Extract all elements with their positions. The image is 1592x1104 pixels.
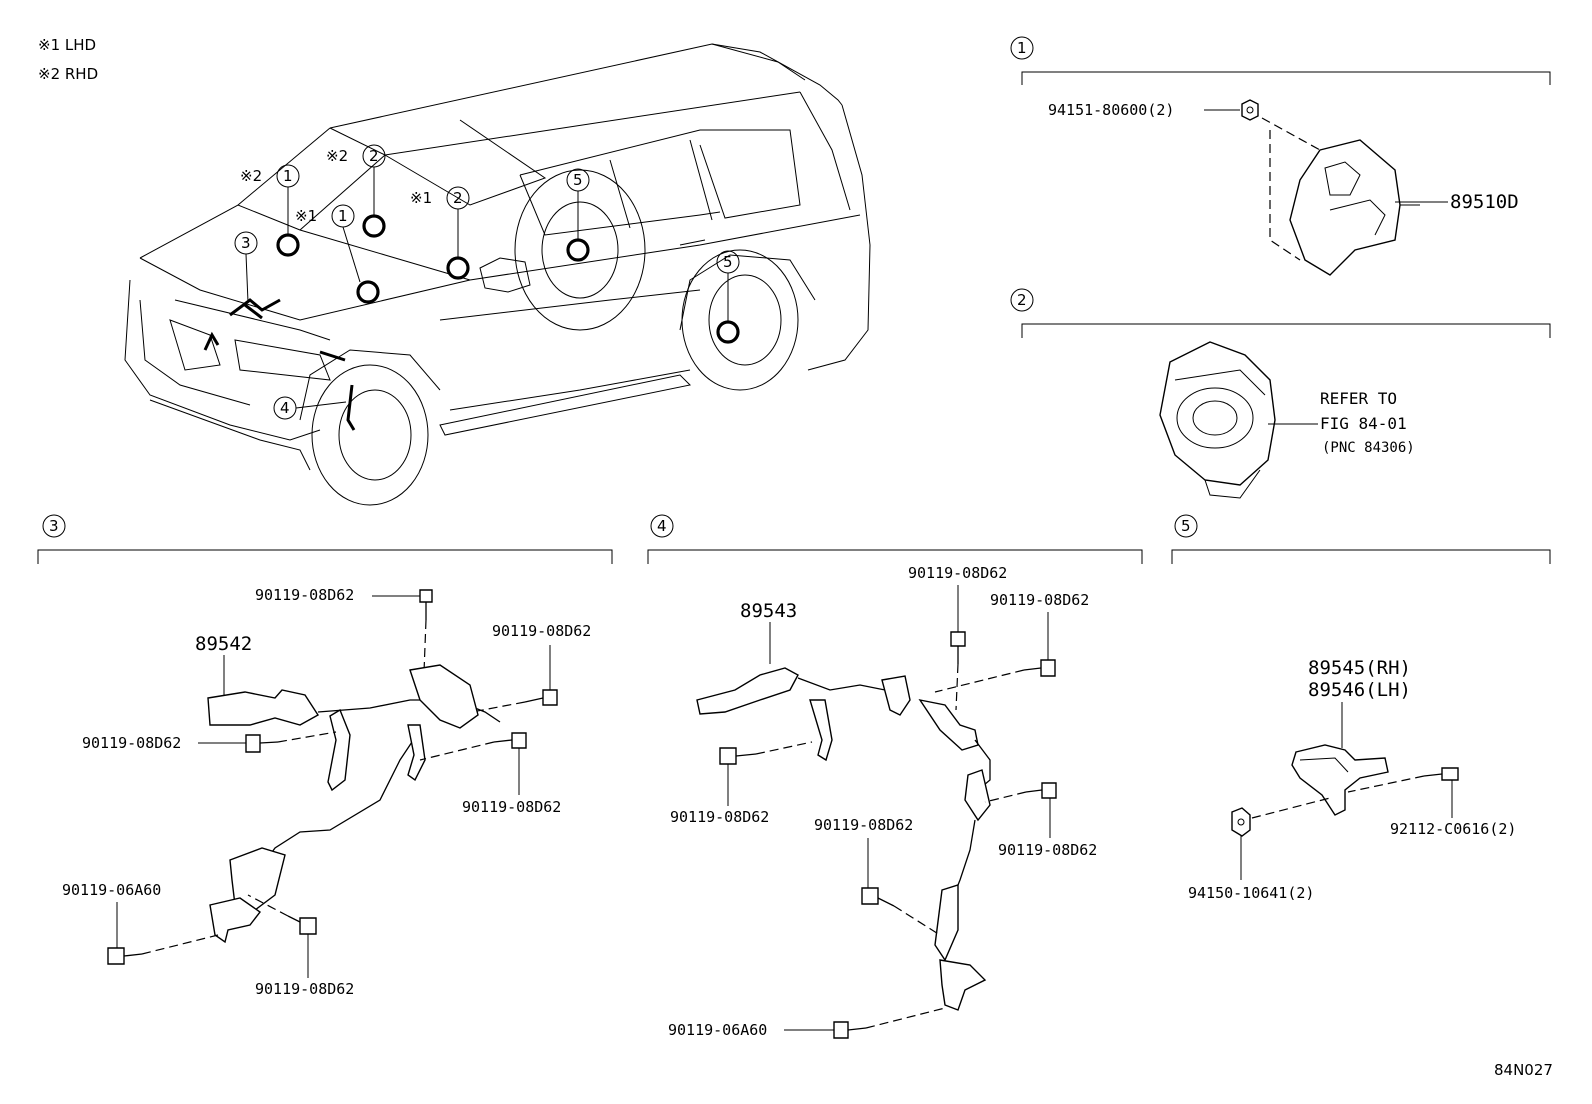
s3-front-sensor-harness bbox=[207, 664, 501, 944]
section-3: 3 90119-08D62 90119-08D62 89542 bbox=[37, 514, 613, 998]
section-2-refer-line3: (PNC 84306) bbox=[1322, 440, 1415, 456]
s4-bolt-top-mid-label: 90119-08D62 bbox=[908, 564, 1007, 582]
callout-2-lhd-mark: ※1 bbox=[410, 189, 432, 207]
vehicle-callouts: 1 ※2 2 ※2 1 ※1 2 ※1 3 4 5 bbox=[234, 144, 740, 420]
callout-5-spare: 5 bbox=[573, 171, 583, 189]
s5-sensor-lh-label: 89546(LH) bbox=[1308, 679, 1411, 701]
s3-bolt-bottom-mid bbox=[287, 915, 317, 935]
section-2-refer-line2: FIG 84-01 bbox=[1320, 414, 1407, 433]
section-2: 2 REFER TO FIG 84-01 (PNC 84306) bbox=[1010, 288, 1551, 499]
yaw-rate-sensor-part bbox=[1289, 139, 1420, 276]
section-2-number: 2 bbox=[1017, 291, 1027, 309]
section-5: 5 89545(RH) 89546(LH) 92112-C0616(2) 941… bbox=[1171, 514, 1551, 902]
callout-2-rhd-mark: ※2 bbox=[326, 147, 348, 165]
s5-bolt-right bbox=[1423, 767, 1459, 781]
rear-speed-sensor-part bbox=[1291, 744, 1389, 816]
s3-bolt-right-mid-label: 90119-08D62 bbox=[462, 798, 561, 816]
s3-bolt-right-top bbox=[524, 689, 558, 706]
s5-nut-left-label: 94150-10641(2) bbox=[1188, 884, 1314, 902]
section-1-nut-label: 94151-80600(2) bbox=[1048, 101, 1174, 119]
callout-1-lhd-mark: ※1 bbox=[295, 207, 317, 225]
callout-1-rhd-mark: ※2 bbox=[240, 167, 262, 185]
s3-bolt-bottom-left-label: 90119-06A60 bbox=[62, 881, 161, 899]
callout-2-lhd: 2 bbox=[453, 189, 463, 207]
section-1-part-label: 89510D bbox=[1450, 191, 1519, 213]
s4-bolt-right-label: 90119-08D62 bbox=[998, 841, 1097, 859]
callout-1-rhd: 1 bbox=[283, 167, 293, 185]
s4-harness-label: 89543 bbox=[740, 600, 797, 622]
s3-bolt-left-mid bbox=[245, 734, 279, 753]
callout-3: 3 bbox=[241, 234, 251, 252]
s4-bolt-mid bbox=[861, 887, 895, 907]
callout-2-rhd: 2 bbox=[369, 147, 379, 165]
s3-harness-label: 89542 bbox=[195, 633, 252, 655]
callout-4: 4 bbox=[280, 399, 290, 417]
s5-bolt-right-label: 92112-C0616(2) bbox=[1390, 820, 1516, 838]
s4-bolt-right bbox=[1025, 782, 1057, 799]
spiral-cable-part bbox=[1159, 341, 1276, 499]
s4-bolt-left-label: 90119-08D62 bbox=[670, 808, 769, 826]
section-2-refer-line1: REFER TO bbox=[1320, 389, 1397, 408]
s4-bolt-mid-label: 90119-08D62 bbox=[814, 816, 913, 834]
section-4: 4 90119-08D62 90119-08D62 89543 bbox=[647, 514, 1143, 1039]
s3-bolt-right-top-label: 90119-08D62 bbox=[492, 622, 591, 640]
s4-bolt-left bbox=[719, 747, 757, 765]
callout-5-rear: 5 bbox=[723, 253, 733, 271]
s4-bolt-bottom-label: 90119-06A60 bbox=[668, 1021, 767, 1039]
s3-bolt-bottom-left bbox=[107, 947, 143, 965]
vehicle-illustration bbox=[124, 43, 871, 506]
s4-bolt-top-right-label: 90119-08D62 bbox=[990, 591, 1089, 609]
s3-bolt-top-label: 90119-08D62 bbox=[255, 586, 354, 604]
s3-bolt-bottom-mid-label: 90119-08D62 bbox=[255, 980, 354, 998]
section-5-number: 5 bbox=[1181, 517, 1191, 535]
s5-sensor-rh-label: 89545(RH) bbox=[1308, 657, 1411, 679]
section-3-number: 3 bbox=[49, 517, 59, 535]
s4-front-sensor-harness bbox=[696, 667, 991, 1011]
s3-bolt-left-mid-label: 90119-08D62 bbox=[82, 734, 181, 752]
section-1: 1 94151-80600(2) 89510D bbox=[1010, 36, 1551, 276]
nut-part bbox=[1241, 99, 1259, 121]
s5-nut-left bbox=[1231, 807, 1251, 837]
callout-1-lhd: 1 bbox=[338, 207, 348, 225]
figure-code: 84N027 bbox=[1494, 1061, 1553, 1079]
section-4-number: 4 bbox=[657, 517, 667, 535]
s4-bolt-top-mid bbox=[950, 631, 966, 664]
s3-bolt-right-mid bbox=[493, 732, 527, 749]
legend-rhd: ※2 RHD bbox=[38, 65, 98, 83]
s4-bolt-bottom bbox=[833, 1021, 867, 1039]
legend-lhd: ※1 LHD bbox=[38, 36, 96, 54]
s4-bolt-top-right bbox=[1023, 659, 1056, 677]
section-1-number: 1 bbox=[1017, 39, 1027, 57]
s3-bolt-top bbox=[419, 589, 433, 620]
